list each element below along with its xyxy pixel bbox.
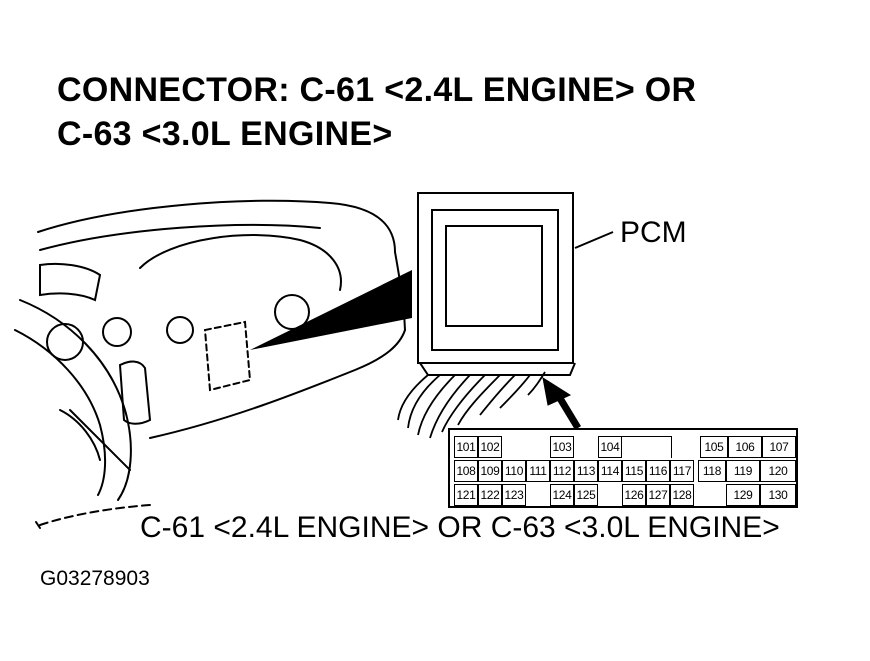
pin-124: 124 xyxy=(550,484,574,506)
pin-114: 114 xyxy=(598,460,622,482)
pin-empty xyxy=(526,484,550,506)
dashboard-lower-edge xyxy=(149,329,406,439)
pin-102: 102 xyxy=(478,436,502,458)
vent-right xyxy=(274,294,310,330)
pin-121: 121 xyxy=(454,484,478,506)
pin-112: 112 xyxy=(550,460,574,482)
floor-line xyxy=(39,504,151,526)
pin-103: 103 xyxy=(550,436,574,458)
diagram-title: CONNECTOR: C-61 <2.4L ENGINE> OR C-63 <3… xyxy=(57,68,696,156)
pin-122: 122 xyxy=(478,484,502,506)
dashboard-upper-contour xyxy=(39,223,321,251)
pin-113: 113 xyxy=(574,460,598,482)
pin-106: 106 xyxy=(728,436,762,458)
knee-bolster xyxy=(59,409,101,461)
pin-129: 129 xyxy=(726,484,760,506)
pin-116: 116 xyxy=(646,460,670,482)
gauge-center xyxy=(102,317,132,347)
gauge-right xyxy=(166,316,194,344)
pin-105: 105 xyxy=(700,436,728,458)
location-pointer xyxy=(250,270,412,350)
pin-108: 108 xyxy=(454,460,478,482)
instrument-cluster-hood xyxy=(139,234,342,291)
connector-caption: C-61 <2.4L ENGINE> OR C-63 <3.0L ENGINE> xyxy=(140,511,780,544)
title-line-2: C-63 <3.0L ENGINE> xyxy=(57,115,393,153)
pin-111: 111 xyxy=(526,460,550,482)
steering-wheel-rim xyxy=(19,299,132,501)
pin-126: 126 xyxy=(622,484,646,506)
wire-harness xyxy=(397,371,546,439)
pin-109: 109 xyxy=(478,460,502,482)
pin-115: 115 xyxy=(622,460,646,482)
figure-id: G03278903 xyxy=(40,567,150,590)
pin-empty xyxy=(698,484,726,506)
pin-119: 119 xyxy=(726,460,760,482)
pin-110: 110 xyxy=(502,460,526,482)
pin-120: 120 xyxy=(760,460,796,482)
pin-101: 101 xyxy=(454,436,478,458)
center-panel xyxy=(118,360,152,425)
pin-empty xyxy=(670,436,694,458)
pin-128: 128 xyxy=(670,484,694,506)
pin-107: 107 xyxy=(762,436,796,458)
pin-empty xyxy=(598,484,622,506)
pin-125: 125 xyxy=(574,484,598,506)
pin-118: 118 xyxy=(698,460,726,482)
pin-117: 117 xyxy=(670,460,694,482)
gauge-left xyxy=(46,323,84,361)
dashboard-top-edge xyxy=(37,199,396,253)
connector-arrow xyxy=(542,376,581,430)
pin-130: 130 xyxy=(760,484,796,506)
title-line-1: CONNECTOR: C-61 <2.4L ENGINE> OR xyxy=(57,71,697,109)
pin-123: 123 xyxy=(502,484,526,506)
pcm-module xyxy=(417,192,614,376)
connector-key-slot xyxy=(598,436,672,458)
pin-127: 127 xyxy=(646,484,670,506)
left-vent xyxy=(39,262,102,302)
pcm-location-outline xyxy=(203,320,252,392)
steering-column xyxy=(69,409,131,471)
pcm-label: PCM xyxy=(620,216,687,249)
pin-empty xyxy=(526,436,550,458)
steering-wheel-inner xyxy=(14,329,107,496)
